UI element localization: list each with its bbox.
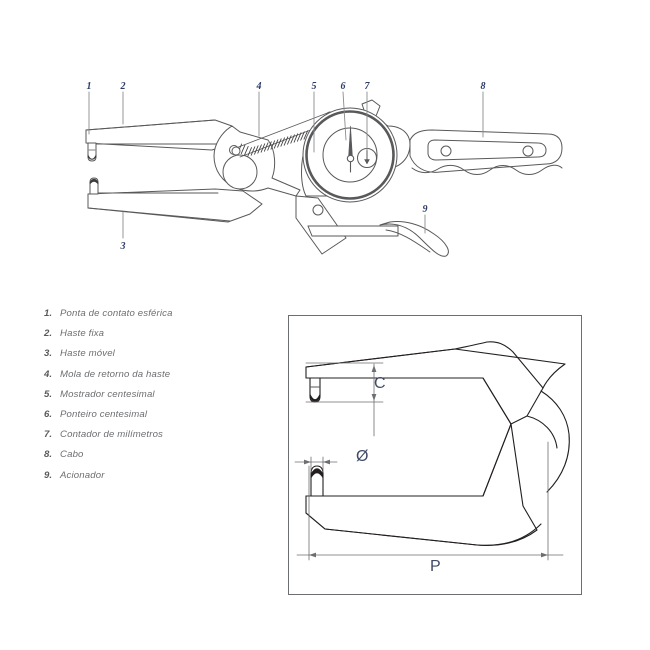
legend-label: Acionador — [60, 469, 105, 481]
dimension-diameter-lines — [294, 456, 338, 473]
legend-number: 2. — [44, 328, 53, 340]
spec-upper-arm — [305, 341, 566, 425]
handle-grip — [409, 129, 563, 175]
legend-number: 9. — [44, 469, 53, 481]
callout-leaders — [88, 91, 484, 239]
dimension-p-lines — [296, 441, 564, 561]
list-item: 5. Mostrador centesimal — [38, 389, 268, 409]
list-item: 6. Ponteiro centesimal — [38, 409, 268, 429]
dimension-label-c: C — [374, 375, 386, 392]
callout-number-3: 3 — [120, 241, 126, 252]
spec-upper-tip — [309, 377, 321, 403]
dimension-detail-box: C Ø P — [288, 315, 582, 595]
list-item: 2. Haste fixa — [38, 328, 268, 348]
callout-number-4: 4 — [256, 81, 262, 92]
upper-contact-tip — [87, 142, 97, 162]
lower-contact-tip — [89, 177, 99, 195]
legend-label: Ponta de contato esférica — [60, 308, 173, 319]
legend-number: 8. — [44, 449, 53, 461]
legend-number: 5. — [44, 388, 53, 400]
actuator-assembly — [295, 195, 449, 257]
legend-number: 6. — [44, 408, 53, 420]
top-assembly-diagram: 1 2 3 4 5 6 7 8 9 — [85, 81, 563, 257]
callout-number-5: 5 — [312, 81, 317, 92]
legend-label: Haste móvel — [60, 348, 115, 360]
callout-number-1: 1 — [87, 81, 92, 92]
dimension-label-p: P — [430, 558, 441, 575]
dimension-c-lines — [305, 362, 384, 437]
callout-number-2: 2 — [120, 81, 126, 92]
list-item: 1. Ponta de contato esférica — [38, 308, 268, 328]
dimension-label-diameter: Ø — [356, 448, 369, 465]
list-item: 9. Acionador — [38, 470, 268, 490]
legend-label: Contador de milímetros — [60, 429, 164, 441]
dimension-detail-drawing — [294, 341, 570, 561]
list-item: 4. Mola de retorno da haste — [38, 369, 268, 389]
spec-lower-arm — [305, 423, 542, 546]
pivot-body — [213, 125, 301, 197]
parts-legend-list: 1. Ponta de contato esférica 2. Haste fi… — [38, 308, 268, 490]
legend-label: Haste fixa — [60, 328, 105, 340]
legend-label: Mostrador centesimal — [60, 388, 155, 400]
spec-lower-tip — [310, 465, 324, 497]
legend-number: 3. — [44, 348, 53, 360]
millimetre-counter-subdial — [357, 148, 377, 168]
movable-arm-shape — [87, 188, 263, 223]
callout-number-6: 6 — [341, 81, 346, 92]
callout-number-7: 7 — [365, 81, 371, 92]
dial-indicator-head — [301, 99, 411, 203]
legend-label: Cabo — [60, 449, 84, 461]
legend-number: 4. — [44, 368, 53, 380]
list-item: 3. Haste móvel — [38, 348, 268, 368]
dial-needle — [346, 125, 355, 173]
spec-pivot-arcs — [526, 390, 570, 493]
legend-label: Ponteiro centesimal — [60, 408, 148, 420]
legend-label: Mola de retorno da haste — [60, 368, 171, 380]
list-item: 7. Contador de milímetros — [38, 429, 268, 449]
list-item: 8. Cabo — [38, 449, 268, 469]
callout-number-8: 8 — [481, 81, 486, 92]
legend-number: 1. — [44, 308, 53, 319]
legend-number: 7. — [44, 429, 53, 441]
callout-number-9: 9 — [423, 204, 428, 215]
